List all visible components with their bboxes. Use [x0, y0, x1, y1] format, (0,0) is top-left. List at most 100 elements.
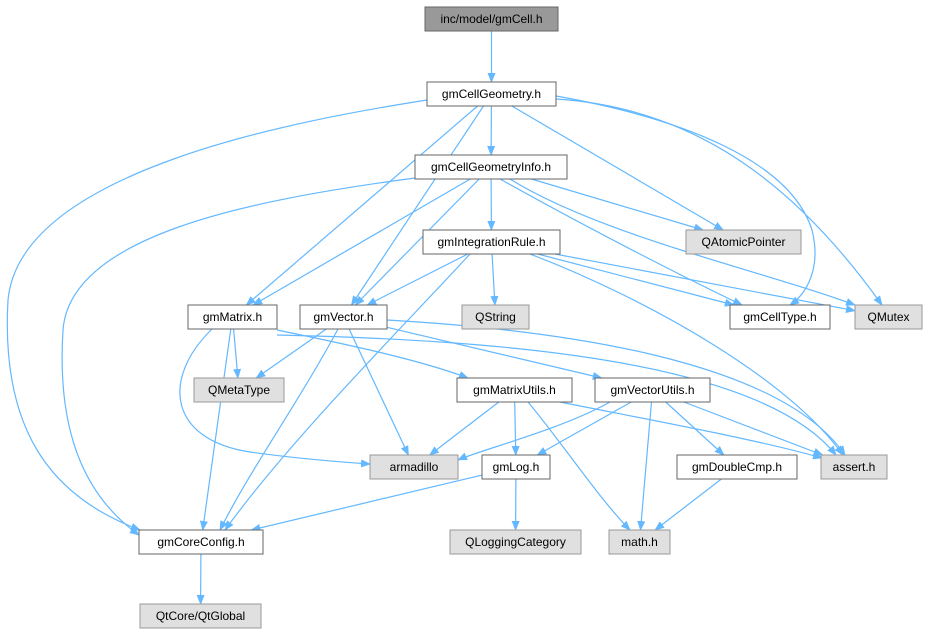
edge-gmVector-to-armadillo — [348, 328, 409, 456]
node-box — [481, 454, 551, 480]
node-gmMatrix[interactable]: gmMatrix.h — [187, 304, 278, 330]
node-box — [685, 229, 802, 255]
node-box — [299, 304, 388, 330]
node-box — [608, 529, 671, 555]
node-label: gmMatrixUtils.h — [473, 383, 556, 397]
edge-gmVectorUtils-to-gmLog — [536, 401, 632, 456]
node-box — [138, 529, 264, 555]
node-label: gmIntegrationRule.h — [437, 235, 545, 249]
node-box — [854, 304, 923, 330]
edge-gmMatrixUtils-to-gmLog — [511, 401, 520, 456]
node-gmCoreConfig[interactable]: gmCoreConfig.h — [138, 529, 264, 555]
node-box — [729, 304, 831, 330]
node-QLoggingCategory: QLoggingCategory — [449, 529, 582, 555]
node-box — [461, 304, 530, 330]
node-box — [193, 377, 285, 403]
node-gmCell[interactable]: inc/model/gmCell.h — [424, 6, 559, 32]
node-label: QMutex — [867, 310, 909, 324]
node-box — [139, 603, 262, 629]
node-label: QMetaType — [208, 383, 270, 397]
node-label: armadillo — [390, 460, 439, 474]
node-layer: inc/model/gmCell.h gmCellGeometry.h gmCell… — [138, 6, 923, 629]
node-gmDoubleCmp[interactable]: gmDoubleCmp.h — [676, 454, 798, 480]
node-box — [422, 229, 561, 255]
node-label: gmCellGeometry.h — [442, 87, 541, 101]
node-QString: QString — [461, 304, 530, 330]
node-label: QLoggingCategory — [465, 535, 566, 549]
edge-gmCellGeometryInfo-to-QMutex — [509, 178, 856, 306]
edge-gmMatrix-to-QMetaType — [233, 328, 242, 379]
node-label: gmMatrix.h — [203, 310, 262, 324]
node-math: math.h — [608, 529, 671, 555]
edge-gmCellGeometryInfo-to-gmMatrix — [252, 178, 471, 306]
node-box — [676, 454, 798, 480]
node-label: gmLog.h — [493, 460, 540, 474]
node-QMutex: QMutex — [854, 304, 923, 330]
edge-gmCellGeometry-to-QAtomicPointer — [511, 105, 724, 231]
edge-gmCellGeometryInfo-to-gmCoreConfig — [61, 177, 416, 536]
node-label: gmVectorUtils.h — [610, 383, 694, 397]
node-box — [369, 454, 459, 480]
node-box — [820, 454, 888, 480]
node-box — [187, 304, 278, 330]
node-label: gmCellGeometryInfo.h — [431, 160, 551, 174]
edge-gmCellGeometryInfo-to-QAtomicPointer — [531, 178, 705, 232]
edge-gmIntegrationRule-to-assert — [529, 253, 844, 456]
node-label: QString — [475, 310, 516, 324]
edge-gmVector-to-gmVectorUtils — [386, 326, 603, 380]
edge-gmVectorUtils-to-armadillo — [457, 401, 611, 461]
node-gmLog[interactable]: gmLog.h — [481, 454, 551, 480]
node-gmCellGeometryInfo[interactable]: gmCellGeometryInfo.h — [414, 154, 568, 180]
node-gmVectorUtils[interactable]: gmVectorUtils.h — [594, 377, 711, 403]
node-label: math.h — [621, 535, 658, 549]
node-label: QtCore/QtGlobal — [156, 609, 245, 623]
edge-gmMatrixUtils-to-assert — [559, 401, 823, 460]
edge-gmMatrixUtils-to-armadillo — [428, 401, 500, 456]
edge-gmVectorUtils-to-math — [637, 401, 653, 531]
node-label: gmDoubleCmp.h — [692, 460, 782, 474]
node-gmCellGeometry[interactable]: gmCellGeometry.h — [426, 81, 557, 107]
edge-gmMatrix-to-assert — [276, 334, 837, 456]
edge-gmVector-to-gmCoreConfig — [219, 328, 339, 531]
edge-gmVector-to-assert — [386, 319, 846, 456]
node-armadillo: armadillo — [369, 454, 459, 480]
edge-layer — [6, 31, 883, 605]
node-box — [456, 377, 573, 403]
edge-gmCellGeometry-to-gmMatrix — [245, 105, 478, 306]
node-assert: assert.h — [820, 454, 888, 480]
edge-gmLog-to-gmCoreConfig — [250, 474, 483, 532]
edge-gmIntegrationRule-to-gmVector — [366, 253, 469, 306]
node-label: assert.h — [833, 460, 876, 474]
node-gmCellType[interactable]: gmCellType.h — [729, 304, 831, 330]
edge-gmIntegrationRule-to-QMutex — [554, 253, 856, 313]
node-box — [426, 81, 557, 107]
node-QtGlobal: QtCore/QtGlobal — [139, 603, 262, 629]
edge-gmMatrix-to-gmMatrixUtils — [276, 329, 469, 379]
edge-gmVectorUtils-to-assert — [683, 401, 824, 456]
edge-gmIntegrationRule-to-gmCoreConfig — [224, 253, 471, 531]
node-gmVector[interactable]: gmVector.h — [299, 304, 388, 330]
node-gmIntegrationRule[interactable]: gmIntegrationRule.h — [422, 229, 561, 255]
node-gmMatrixUtils[interactable]: gmMatrixUtils.h — [456, 377, 573, 403]
edge-gmIntegrationRule-to-gmCellType — [537, 253, 735, 307]
edge-gmCellGeometry-to-gmVector — [350, 105, 485, 306]
node-QMetaType: QMetaType — [193, 377, 285, 403]
node-box — [424, 6, 559, 32]
edge-gmMatrix-to-gmCoreConfig — [199, 328, 232, 531]
node-label: QAtomicPointer — [701, 235, 785, 249]
edge-gmCellGeometry-to-gmCoreConfig — [6, 99, 428, 531]
node-label: gmCellType.h — [743, 310, 816, 324]
edge-gmMatrix-to-armadillo — [179, 328, 371, 468]
edge-gmCellGeometryInfo-to-gmVector — [354, 178, 480, 306]
edge-gmDoubleCmp-to-math — [654, 478, 722, 531]
node-box — [449, 529, 582, 555]
edge-gmCellGeometry-to-QMutex — [555, 98, 883, 306]
edge-gmIntegrationRule-to-QString — [490, 253, 499, 306]
edge-gmCellGeometry-to-gmCellType — [555, 95, 816, 306]
edge-gmVector-to-QMetaType — [255, 328, 327, 379]
node-box — [594, 377, 711, 403]
node-box — [414, 154, 568, 180]
node-label: gmCoreConfig.h — [157, 535, 244, 549]
node-QAtomicPointer: QAtomicPointer — [685, 229, 802, 255]
